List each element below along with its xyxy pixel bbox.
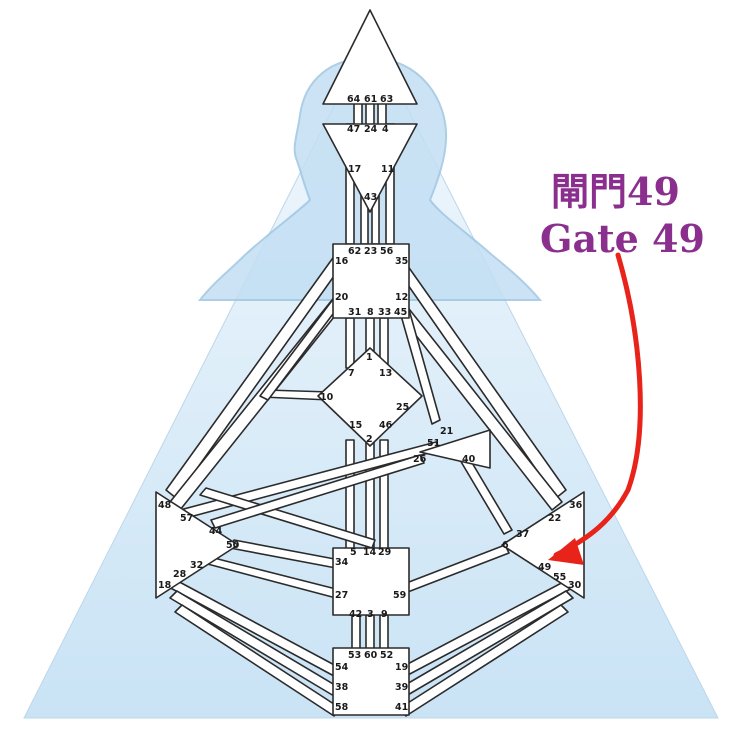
callout-arrow [553,252,643,558]
spleen-center [155,491,239,599]
gate-21: 21 [440,426,453,437]
gate-44: 44 [209,526,223,537]
gate-26: 26 [413,454,427,465]
gate-56: 56 [380,246,394,257]
root-center [332,647,410,716]
callout-english-label: Gate 49 [540,216,705,261]
gate-32: 32 [190,560,203,571]
gate-54: 54 [335,662,349,673]
gate-13: 13 [379,368,392,379]
gate-46: 46 [379,420,393,431]
gate-60: 60 [364,650,378,661]
gate-23: 23 [364,246,377,257]
gate-61: 61 [364,94,377,105]
gate-11: 11 [381,164,394,175]
gate-24: 24 [364,124,378,135]
gate-20: 20 [335,292,349,303]
gate-34: 34 [335,557,349,568]
gate-47: 47 [347,124,360,135]
gate-16: 16 [335,256,349,267]
gate-55: 55 [553,572,566,583]
gate-45: 45 [394,307,407,318]
gate-57: 57 [180,513,193,524]
gate-17: 17 [348,164,361,175]
gate-4: 4 [382,124,389,135]
gate-27: 27 [335,590,348,601]
gate-51: 51 [427,438,440,449]
gate-43: 43 [364,192,377,203]
gate-6: 6 [502,540,509,551]
gate-3: 3 [367,609,374,620]
gate-18: 18 [158,580,172,591]
gate-labels: 64 61 63 47 24 4 17 11 43 62 23 56 16 35… [158,94,583,713]
gate-29: 29 [378,547,391,558]
gate-41: 41 [395,702,408,713]
gate-19: 19 [395,662,408,673]
gate-49: 49 [538,562,551,573]
gate-7: 7 [348,368,355,379]
ajna-center [322,123,418,213]
gate-50: 50 [226,540,240,551]
solar-plexus-center [501,491,585,599]
gate-64: 64 [347,94,361,105]
gate-10: 10 [320,392,334,403]
gate-48: 48 [158,500,172,511]
gate-5: 5 [350,547,357,558]
channels [164,96,579,717]
g-center [317,347,423,447]
gate-15: 15 [349,420,362,431]
gate-59: 59 [393,590,406,601]
gate-38: 38 [335,682,349,693]
gate-42: 42 [349,609,362,620]
callout-chinese-label: 閘門49 [551,169,680,214]
ego-center [419,429,491,469]
gate-25: 25 [396,402,409,413]
throat-center [332,243,410,319]
gate-33: 33 [378,307,391,318]
gate-52: 52 [380,650,393,661]
gate-1: 1 [366,352,373,363]
gate-37: 37 [516,529,529,540]
sacral-center [332,547,410,616]
gate-14: 14 [363,547,377,558]
gate-35: 35 [395,256,408,267]
gate-62: 62 [348,246,361,257]
gate-30: 30 [568,580,582,591]
gate-40: 40 [462,454,476,465]
gate-9: 9 [381,609,388,620]
gate-31: 31 [348,307,361,318]
gate-12: 12 [395,292,408,303]
gate-63: 63 [380,94,393,105]
gate-2: 2 [366,434,373,445]
gate-8: 8 [367,307,374,318]
gate-36: 36 [569,500,583,511]
gate-58: 58 [335,702,349,713]
gate-53: 53 [348,650,361,661]
head-center [322,9,418,105]
callout-arrowhead [548,538,584,565]
gate-28: 28 [173,569,187,580]
gate-39: 39 [395,682,408,693]
gate-22: 22 [548,513,561,524]
